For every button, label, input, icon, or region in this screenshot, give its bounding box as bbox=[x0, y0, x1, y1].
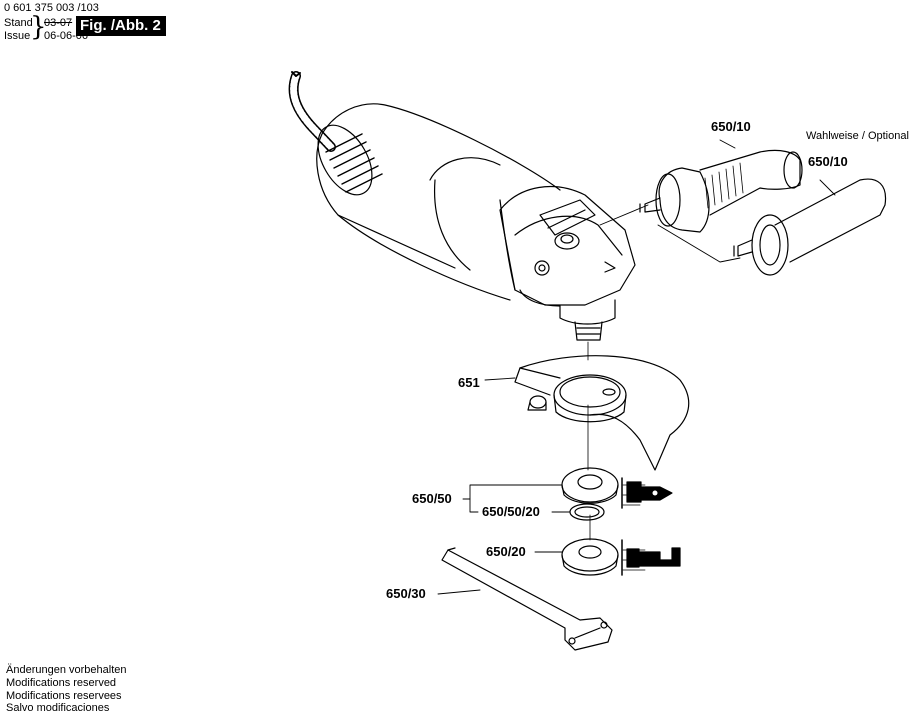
side-handle-upper bbox=[639, 149, 803, 233]
footer-line-en: Modifications reserved bbox=[6, 677, 117, 689]
callout-flange: 650/50 bbox=[412, 491, 452, 506]
callout-guard: 651 bbox=[458, 375, 480, 390]
callout-spanner: 650/30 bbox=[386, 586, 426, 601]
clamp-nut bbox=[561, 538, 619, 576]
pin-spanner bbox=[441, 547, 613, 651]
part-number: 0 601 375 003 /103 bbox=[4, 2, 99, 14]
footer-line-es: Salvo modificaciones bbox=[6, 702, 110, 714]
mounting-flange bbox=[561, 467, 619, 504]
nut-section-icon bbox=[621, 539, 681, 576]
stand-date: 03-07 bbox=[44, 17, 73, 29]
callout-flange-ring: 650/50/20 bbox=[482, 504, 540, 519]
footer-line-fr: Modifications reservees bbox=[6, 690, 122, 702]
stand-label: Stand bbox=[4, 17, 33, 29]
brace-symbol: } bbox=[30, 12, 47, 42]
assembly-axis bbox=[587, 341, 591, 541]
power-cord bbox=[288, 71, 336, 152]
callout-clamp-nut: 650/20 bbox=[486, 544, 526, 559]
flange-ring bbox=[569, 503, 605, 521]
figure-label: Fig. /Abb. 2 bbox=[76, 16, 166, 36]
callout-handle-upper: 650/10 bbox=[711, 119, 751, 134]
angle-grinder-body bbox=[316, 103, 636, 341]
callout-handle-lower: 650/10 bbox=[808, 154, 848, 169]
wheel-guard bbox=[514, 355, 690, 471]
flange-section-icon bbox=[621, 477, 673, 509]
issue-label: Issue bbox=[4, 30, 31, 42]
footer-line-de: Änderungen vorbehalten bbox=[6, 664, 127, 676]
optional-note: Wahlweise / Optional bbox=[806, 130, 909, 142]
callout-leaders bbox=[437, 139, 836, 595]
side-handle-lower bbox=[733, 178, 887, 276]
